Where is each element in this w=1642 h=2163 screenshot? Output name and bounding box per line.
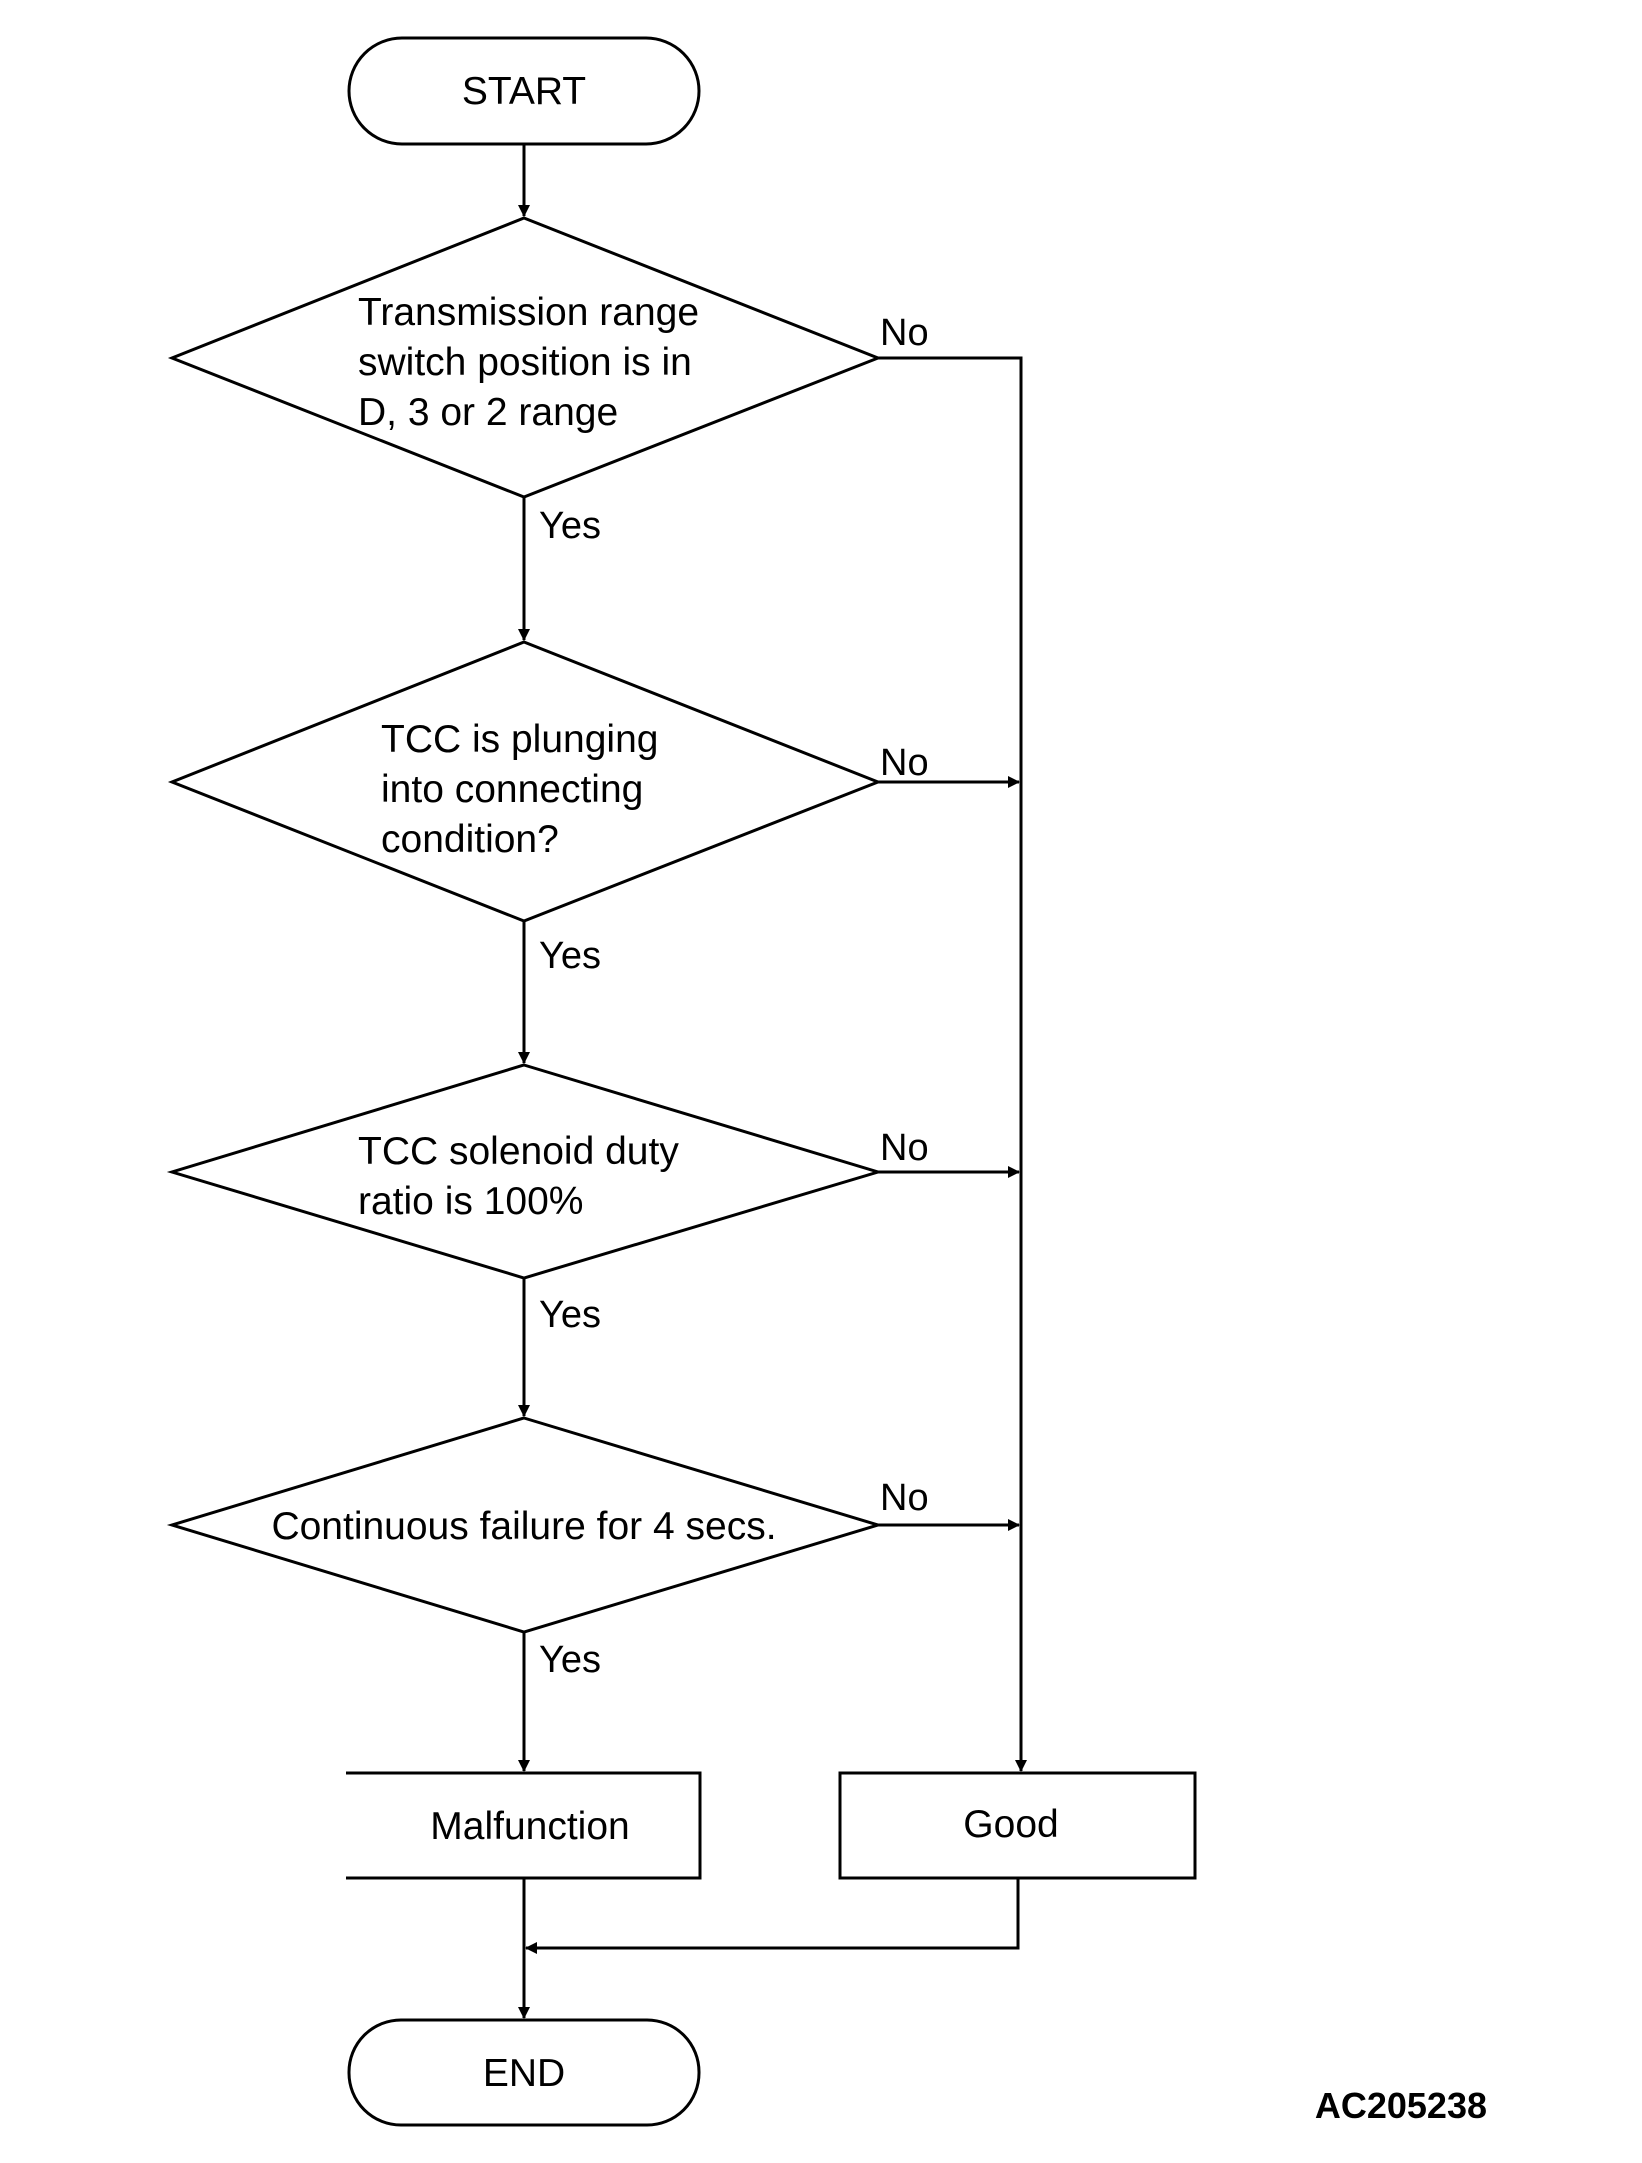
decision-2-line-3: condition? [381,818,559,861]
decision-4: Continuous failure for 4 secs. [166,1416,884,1634]
decision-4-line-1: Continuous failure for 4 secs. [271,1505,776,1548]
decision-2-line-2: into connecting [381,768,643,811]
start-terminal: START [347,36,701,146]
reference-code: AC205238 [1315,2085,1487,2126]
decision-1-yes-label: Yes [539,505,601,547]
decision-3-no-label: No [880,1127,929,1169]
decision-1-line-1: Transmission range [358,291,699,334]
decision-3-line-2: ratio is 100% [358,1180,583,1223]
decision-2-yes-label: Yes [539,935,601,977]
decision-1: Transmission range switch position is in… [167,216,883,499]
decision-2-line-1: TCC is plunging [381,718,658,761]
decision-1-line-2: switch position is in [358,341,692,384]
malfunction-box: Malfunction [346,1771,702,1880]
decision-3-yes-label: Yes [539,1294,601,1336]
connector-no-rail [878,356,1027,1772]
decision-4-no-label: No [880,1477,929,1519]
good-label: Good [963,1803,1058,1846]
decision-2: TCC is plunging into connecting conditio… [167,640,883,923]
decision-1-line-3: D, 3 or 2 range [358,391,618,434]
good-box: Good [838,1771,1197,1880]
decision-2-no-label: No [880,742,929,784]
start-label: START [462,70,586,113]
end-label: END [483,2052,565,2095]
decision-3: TCC solenoid duty ratio is 100% [166,1063,884,1280]
decision-4-yes-label: Yes [539,1639,601,1681]
decision-3-line-1: TCC solenoid duty [358,1130,679,1173]
malfunction-label: Malfunction [430,1805,629,1848]
end-terminal: END [347,2018,701,2127]
decision-1-no-label: No [880,312,929,354]
connector-good-to-merge [525,1878,1020,1954]
